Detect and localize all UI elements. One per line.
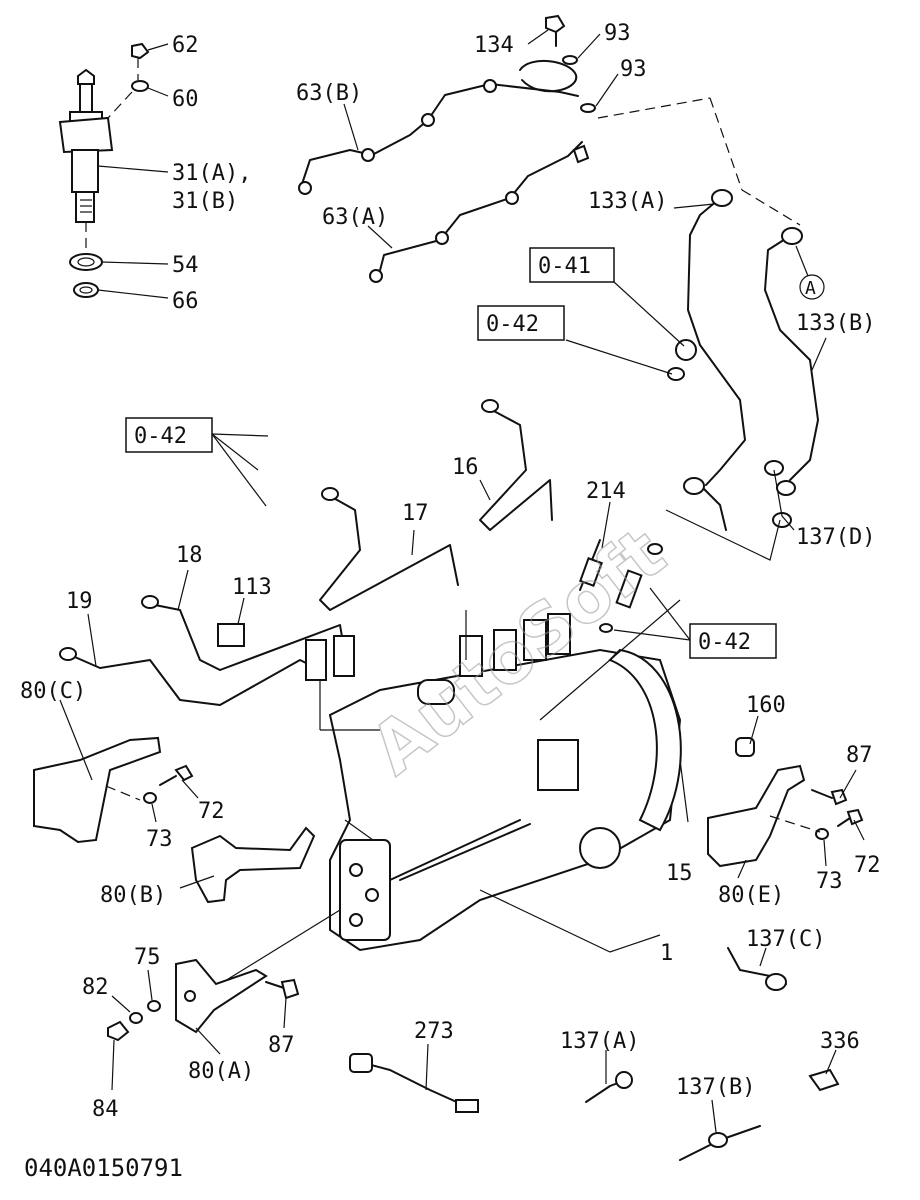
label-87-right: 87	[846, 743, 873, 768]
label-87-lower: 87	[268, 1033, 295, 1058]
leader-lines	[59, 29, 865, 1133]
leak-off-pipes	[298, 14, 596, 283]
ref-box-041	[529, 247, 615, 283]
label-82: 82	[82, 975, 109, 1000]
label-31b: 31(B)	[172, 189, 238, 214]
label-214: 214	[586, 479, 626, 504]
return-pipes	[597, 97, 825, 555]
label-15: 15	[666, 861, 693, 886]
label-73-left: 73	[146, 827, 173, 852]
right-brackets	[707, 737, 864, 868]
ref-box-042-left	[125, 417, 213, 453]
label-73-right: 73	[816, 869, 843, 894]
label-93-lower: 93	[620, 57, 647, 82]
label-80a: 80(A)	[188, 1059, 254, 1084]
label-62: 62	[172, 33, 199, 58]
label-134: 134	[474, 33, 514, 58]
label-93-upper: 93	[604, 21, 631, 46]
injection-pipes	[59, 399, 553, 706]
ref-042-left: 0-42	[134, 424, 187, 449]
label-66: 66	[172, 289, 199, 314]
label-1: 1	[660, 941, 673, 966]
misc-parts	[349, 947, 840, 1161]
label-80c: 80(C)	[20, 679, 86, 704]
label-336: 336	[820, 1029, 860, 1054]
label-133b: 133(B)	[796, 311, 875, 336]
label-72-right: 72	[854, 853, 881, 878]
label-133a: 133(A)	[588, 189, 667, 214]
label-18: 18	[176, 543, 203, 568]
label-60: 60	[172, 87, 199, 112]
left-brackets	[33, 736, 316, 904]
label-72-left: 72	[198, 799, 225, 824]
label-273: 273	[414, 1019, 454, 1044]
label-A: A	[805, 278, 816, 299]
label-113: 113	[232, 575, 272, 600]
ref-041: 0-41	[538, 254, 591, 279]
drawing-code: 040A0150791	[24, 1154, 183, 1182]
label-75: 75	[134, 945, 161, 970]
label-19: 19	[66, 589, 93, 614]
ref-box-042-right	[689, 623, 777, 659]
label-80b: 80(B)	[100, 883, 166, 908]
ref-box-042-upper	[477, 305, 565, 341]
label-137d: 137(D)	[796, 525, 875, 550]
label-54: 54	[172, 253, 199, 278]
label-137a: 137(A)	[560, 1029, 639, 1054]
label-63b: 63(B)	[296, 81, 362, 106]
label-16: 16	[452, 455, 479, 480]
label-137b: 137(B)	[676, 1075, 755, 1100]
label-63a: 63(A)	[322, 205, 388, 230]
label-31ab: 31(A),	[172, 161, 251, 186]
label-137c: 137(C)	[746, 927, 825, 952]
label-17: 17	[402, 501, 429, 526]
ref-042-right: 0-42	[698, 630, 751, 655]
injection-pump	[219, 539, 689, 985]
injector-assembly	[58, 42, 150, 298]
label-80e: 80(E)	[718, 883, 784, 908]
ref-042-upper: 0-42	[486, 312, 539, 337]
label-84: 84	[92, 1097, 119, 1122]
lower-left-bracket	[107, 958, 300, 1042]
label-160: 160	[746, 693, 786, 718]
